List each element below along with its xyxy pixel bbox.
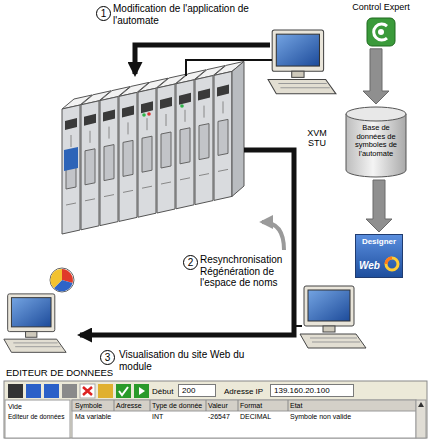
- icon-dot: [378, 29, 384, 35]
- plc-module: [214, 61, 244, 200]
- screenshot: [4, 381, 427, 438]
- table-cell: Symbole non valide: [290, 413, 410, 421]
- database-cylinder: Base de données de symboles de l'automat…: [345, 106, 407, 178]
- callout-text: Modification de l'application de l'autom…: [113, 3, 263, 26]
- check-icon: [119, 387, 128, 395]
- cylinder-top: [346, 107, 406, 121]
- data-table: [72, 400, 416, 438]
- table-cell: DECIMAL: [240, 413, 286, 421]
- plc-led: [180, 104, 184, 108]
- pc-icon: [300, 286, 366, 348]
- toolbar-icon: [116, 384, 131, 398]
- callout-number: 3: [100, 350, 115, 365]
- delete-icon: [83, 387, 92, 395]
- field-value: 139.160.20.100: [270, 384, 354, 397]
- app-icon: [366, 17, 396, 47]
- node-text: Web: [356, 246, 402, 274]
- table-header: Symbole: [75, 402, 113, 410]
- resync-arrow: [262, 222, 284, 250]
- table-header: Type de donnée: [152, 402, 205, 410]
- table-header: Etat: [290, 402, 410, 410]
- window-frame: [4, 381, 427, 438]
- callout-text: Resynchronisation Régénération de l'espa…: [200, 254, 288, 289]
- table-header: Adresse: [116, 402, 149, 410]
- pie-rim: [50, 268, 74, 292]
- plc-side: [232, 61, 244, 196]
- pc-icon: [268, 30, 336, 94]
- software-icon: Control Expert: [336, 2, 426, 47]
- cylinder-body: [346, 114, 406, 177]
- node-text: Control Expert: [336, 2, 426, 13]
- toolbar-icon: [98, 384, 113, 398]
- toolbar-icon: [134, 384, 149, 398]
- callout-number: 2: [183, 255, 198, 270]
- callout-number: 1: [96, 6, 111, 21]
- toolbar-icon: [8, 384, 23, 398]
- app-icon-art: [366, 17, 396, 47]
- table-cell: Ma variable: [75, 413, 135, 421]
- field-label: Début: [152, 387, 178, 396]
- plc-led: [142, 113, 146, 117]
- system-label: XVM STU: [300, 128, 334, 149]
- table-header: Valeur: [208, 402, 237, 410]
- flow-arrow: [366, 180, 392, 232]
- pc-icon: [4, 294, 66, 352]
- table-cell: -26547: [208, 413, 238, 421]
- icon-swirl: [374, 24, 387, 40]
- icon-ground: [367, 18, 395, 46]
- panel-item: Editeur de données: [8, 413, 70, 420]
- field-label: Adresse IP: [224, 387, 268, 396]
- swirl-arc: [386, 258, 392, 264]
- pie-icon: [50, 268, 74, 292]
- plc-logo: [64, 147, 78, 171]
- field-value: 200: [178, 384, 216, 397]
- window-heading: EDITEUR DE DONNEES: [6, 368, 206, 379]
- toolbar-icon: [80, 384, 95, 398]
- wire: [186, 60, 272, 76]
- plc-rack: [62, 61, 244, 234]
- column-separator: [114, 400, 288, 411]
- swirl: [386, 258, 398, 270]
- software-icon: DesignerWeb: [355, 234, 403, 278]
- toolbar-icon: [62, 384, 77, 398]
- toolbar-icon: [26, 384, 41, 398]
- tree-panel: [5, 400, 70, 438]
- pie-slice: [51, 269, 62, 288]
- plc-led: [147, 112, 151, 116]
- wire: [294, 325, 302, 327]
- play-icon: [139, 387, 145, 395]
- table-header-band: [72, 400, 416, 411]
- panel-item: Vide: [8, 403, 68, 411]
- node-text: Designer: [356, 235, 402, 246]
- table-header: Format: [240, 402, 286, 410]
- node-text: Base de données de symboles de l'automat…: [348, 124, 404, 159]
- scrollbar: [416, 400, 426, 438]
- toolbar-icon: [44, 384, 59, 398]
- table-cell: INT: [152, 413, 205, 421]
- flow-arrow: [363, 49, 389, 104]
- flow-arrow: [80, 150, 294, 335]
- callout-text: Visualisation du site Web du module: [119, 349, 259, 372]
- scroll-arrow: [418, 402, 424, 407]
